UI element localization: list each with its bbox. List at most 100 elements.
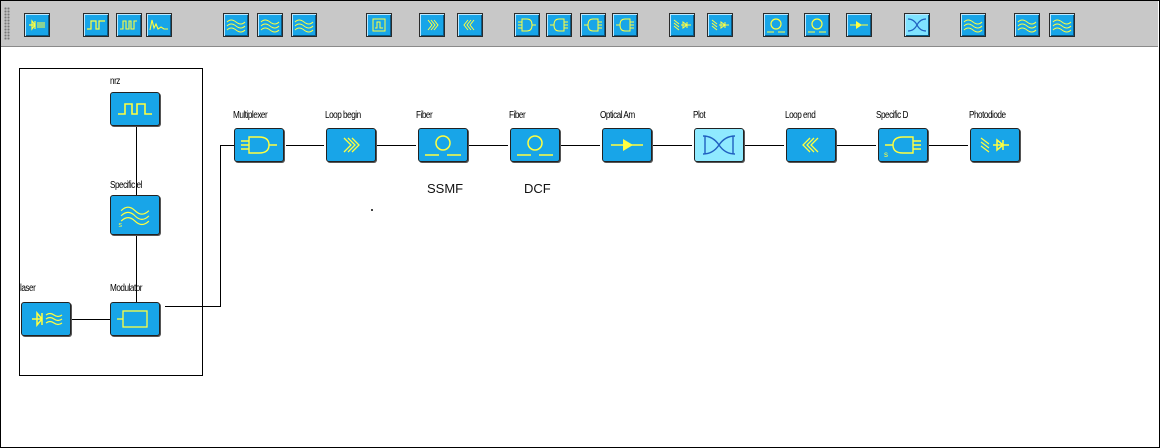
laser-icon <box>32 310 63 328</box>
toolbar-filter-4-button[interactable] <box>960 13 986 37</box>
toolbar-loop-end-button[interactable] <box>457 13 483 37</box>
eye-plot-icon <box>907 18 927 32</box>
wire-mux-loop <box>286 145 324 146</box>
design-canvas[interactable] <box>1 47 1158 446</box>
toolbar-filter-2-button[interactable] <box>257 13 283 37</box>
filter-3-icon <box>294 19 314 33</box>
loop-begin-icon <box>343 137 360 153</box>
loop-end-icon <box>802 137 819 153</box>
specific-demux-block[interactable]: s <box>878 128 928 162</box>
plot-block[interactable] <box>694 128 744 162</box>
wire-plot-loopend <box>744 145 784 146</box>
svg-text:s: s <box>884 150 888 158</box>
label-loop-end: Loop end <box>785 110 816 121</box>
toolbar-demultiplexer-button[interactable] <box>546 13 572 37</box>
label-loop-begin: Loop begin <box>325 110 361 121</box>
annotation-ssmf: SSMF <box>427 181 464 196</box>
rz-pulse-icon <box>120 20 137 30</box>
nrz-pulse-icon <box>87 20 105 30</box>
photodiode-icon <box>673 19 691 31</box>
wire-modulator-out <box>165 306 220 307</box>
multiplexer-icon <box>518 18 536 32</box>
multiplexer-block[interactable] <box>234 128 284 162</box>
toolbar-filter-6-button[interactable] <box>1049 13 1075 37</box>
fiber-2-icon <box>808 18 826 33</box>
wire-fiber2-amp <box>560 145 600 146</box>
nrz-pulse-icon <box>118 103 152 115</box>
demultiplexer-icon <box>550 18 568 32</box>
filter-5-icon <box>1017 19 1037 33</box>
demux-2-icon <box>616 18 634 32</box>
fiber-icon <box>517 135 553 156</box>
eye-plot-icon <box>702 135 736 155</box>
fiber-block-1[interactable] <box>418 128 468 162</box>
annotation-dcf: DCF <box>524 181 551 196</box>
fiber-icon <box>767 18 785 33</box>
electrical-filter-block[interactable]: s <box>110 195 160 235</box>
toolbar-eye-plot-button[interactable] <box>904 13 930 37</box>
label-modulator: Modulator <box>110 283 143 294</box>
toolbar-filter-button[interactable] <box>223 13 249 37</box>
toolbar-optical-amplifier-button[interactable] <box>846 13 872 37</box>
loop-begin-icon <box>427 19 439 31</box>
label-multiplexer: Multiplexer <box>233 110 268 121</box>
wire-loopend-demux <box>836 145 876 146</box>
filter-6-icon <box>1052 19 1072 33</box>
fiber-icon <box>425 135 461 156</box>
nrz-block[interactable] <box>110 92 160 126</box>
wire-filter-modulator <box>136 235 137 303</box>
noise-source-icon <box>149 19 168 31</box>
toolbar-modulator-button[interactable] <box>366 13 392 37</box>
filter-4-icon <box>963 19 983 33</box>
wire-loop-fiber1 <box>376 145 416 146</box>
toolbar-grip[interactable] <box>4 7 10 40</box>
label-specific-d: Specific D <box>876 110 908 121</box>
toolbar-laser-button[interactable] <box>24 13 50 37</box>
specific-demux-icon <box>584 18 602 32</box>
laser-icon <box>29 19 45 31</box>
label-laser: laser <box>20 283 36 294</box>
toolbar-photodiode-button[interactable] <box>669 13 695 37</box>
label-specific-el: Specific el <box>110 180 142 191</box>
toolbar-specific-demux-button[interactable] <box>580 13 606 37</box>
loop-end-icon <box>463 19 475 31</box>
wire-laser-modulator <box>71 319 110 320</box>
toolbar-demux-2-button[interactable] <box>612 13 638 37</box>
photodiode-block[interactable] <box>970 128 1020 162</box>
label-photodiode: Photodiode <box>969 110 1006 121</box>
toolbar-loop-begin-button[interactable] <box>419 13 445 37</box>
stray-dot <box>371 209 373 211</box>
toolbar-filter-3-button[interactable] <box>291 13 317 37</box>
toolbar-photodiode-2-button[interactable] <box>707 13 733 37</box>
laser-block[interactable] <box>21 302 71 336</box>
svg-text:s: s <box>119 222 123 228</box>
toolbar-rz-pulse-button[interactable] <box>116 13 142 37</box>
filter-2-icon <box>260 19 280 33</box>
transmitter-group-box[interactable] <box>19 68 203 376</box>
loop-begin-block[interactable] <box>326 128 376 162</box>
toolbar-multiplexer-button[interactable] <box>514 13 540 37</box>
component-toolbar <box>1 1 1158 47</box>
optical-amplifier-icon <box>850 21 868 29</box>
label-plot: Plot <box>693 110 706 121</box>
toolbar-fiber-2-button[interactable] <box>804 13 830 37</box>
toolbar-nrz-pulse-button[interactable] <box>83 13 109 37</box>
toolbar-noise-source-button[interactable] <box>146 13 172 37</box>
label-fiber-2: Fiber <box>509 110 526 121</box>
optical-amplifier-block[interactable] <box>602 128 652 162</box>
loop-end-block[interactable] <box>786 128 836 162</box>
photodiode-icon <box>980 137 1009 153</box>
modulator-block[interactable] <box>110 302 160 336</box>
label-nrz: nrz <box>110 76 120 87</box>
wire-amp-plot <box>652 145 692 146</box>
wire-demux-photodiode <box>928 145 968 146</box>
label-fiber-1: Fiber <box>416 110 433 121</box>
optical-amplifier-icon <box>611 139 643 151</box>
label-optical-amp: Optical Am <box>600 110 635 121</box>
wire-fiber1-fiber2 <box>468 145 508 146</box>
toolbar-fiber-button[interactable] <box>763 13 789 37</box>
wire-vertical <box>220 145 221 307</box>
toolbar-filter-5-button[interactable] <box>1014 13 1040 37</box>
filter-icon: s <box>119 206 150 228</box>
fiber-block-2[interactable] <box>510 128 560 162</box>
